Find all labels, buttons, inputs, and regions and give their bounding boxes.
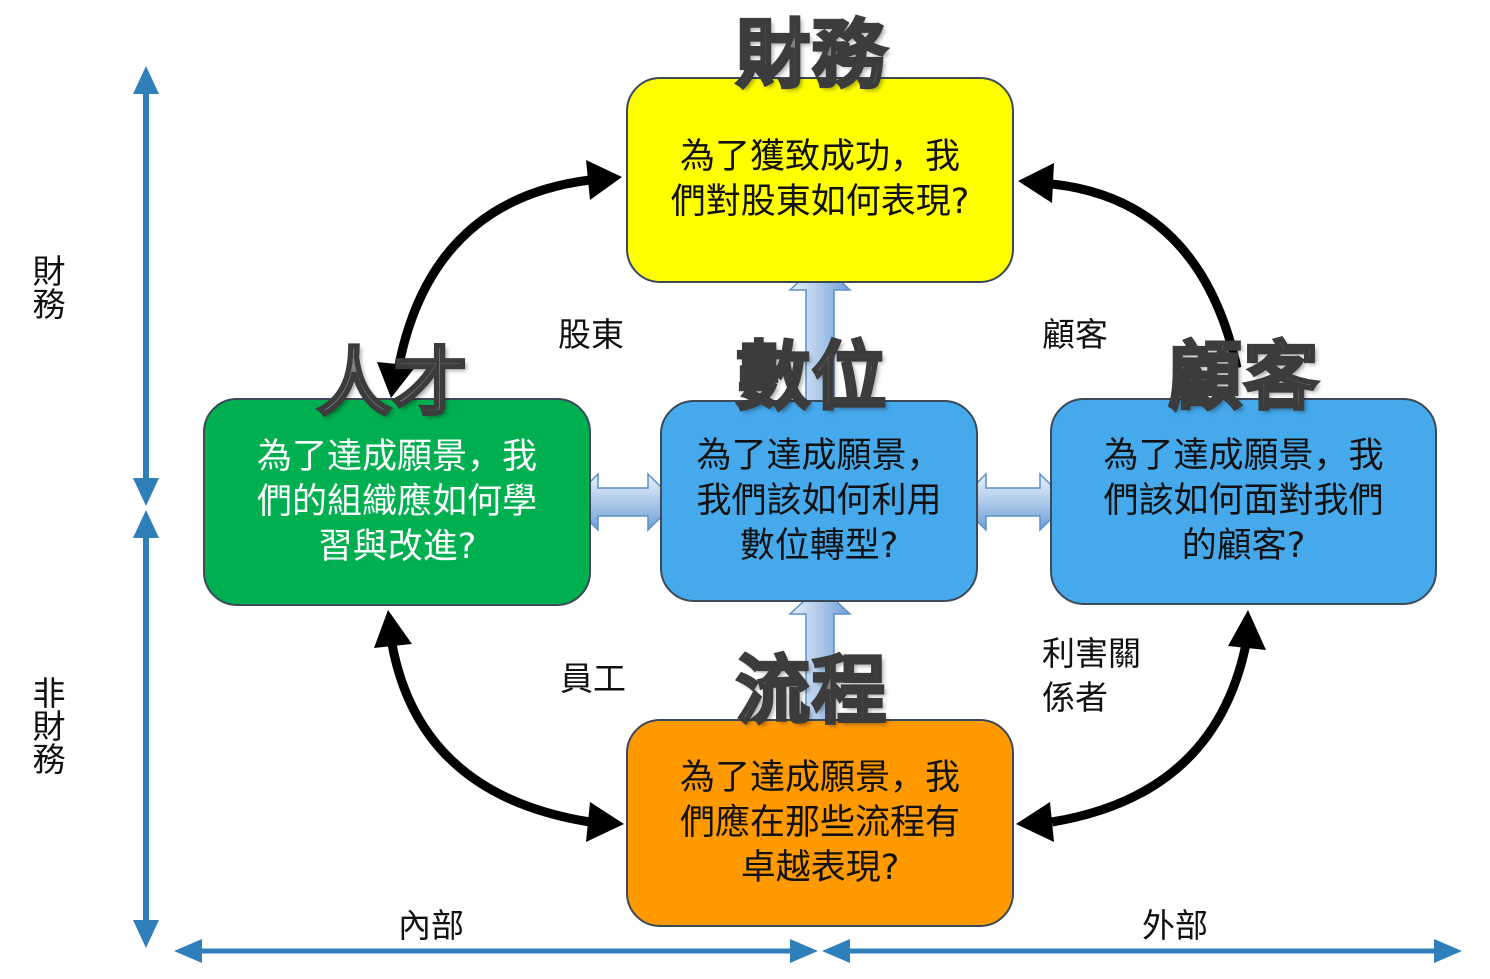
curved-arrow-customer-finance: [1018, 163, 1242, 369]
stakeholder-label: 利害關係者: [1042, 634, 1141, 717]
talent-title: 人才: [316, 340, 469, 426]
curved-arrow-talent-finance: [377, 160, 622, 398]
finance-title: 財務: [735, 12, 888, 98]
horizontal-axis-right: [822, 939, 1462, 963]
customer-box: 為了達成願景，我 們該如何面對我們 的顧客?: [1050, 398, 1437, 605]
talent-line: 習與改進?: [317, 526, 477, 567]
curved-arrow-talent-process: [374, 610, 624, 842]
talent-box: 為了達成願景，我 們的組織應如何學 習與改進?: [203, 398, 591, 606]
digital-box: 為了達成願景， 我們該如何利用 數位轉型?: [660, 400, 978, 602]
process-title: 流程: [735, 648, 888, 734]
employee-label: 員工: [560, 659, 626, 698]
finance-line: 們對股東如何表現?: [670, 182, 970, 222]
process-line: 為了達成願景，我: [679, 757, 960, 798]
process-line: 卓越表現?: [740, 847, 900, 888]
digital-title: 數位: [735, 334, 888, 420]
customer-line: 的顧客?: [1181, 526, 1306, 566]
customer-line: 們該如何面對我們: [1103, 481, 1384, 521]
process-line: 們應在那些流程有: [679, 802, 960, 843]
customer-label: 顧客: [1042, 315, 1108, 354]
digital-line: 為了達成願景，: [696, 435, 942, 476]
customer-line: 為了達成願景，我: [1103, 436, 1384, 476]
customer-title: 顧客: [1167, 334, 1320, 420]
vertical-axis-lower: [133, 510, 159, 948]
axis-label-internal: 內部: [398, 906, 464, 945]
axis-label-financial: 財務: [27, 254, 66, 320]
digital-line: 數位轉型?: [739, 525, 899, 566]
talent-line: 們的組織應如何學: [256, 481, 537, 522]
horizontal-axis-left: [174, 939, 818, 963]
axis-label-non-financial: 非財務: [27, 676, 66, 775]
digital-line: 我們該如何利用: [696, 480, 942, 521]
shareholder-label: 股東: [558, 315, 624, 354]
talent-line: 為了達成願景，我: [256, 436, 537, 477]
vertical-axis-upper: [133, 66, 159, 506]
curved-arrow-customer-process: [1016, 610, 1266, 842]
finance-box: 為了獲致成功，我 們對股東如何表現?: [626, 77, 1014, 283]
finance-line: 為了獲致成功，我: [679, 137, 960, 177]
process-box: 為了達成願景，我 們應在那些流程有 卓越表現?: [626, 719, 1014, 927]
axis-label-external: 外部: [1142, 906, 1208, 945]
